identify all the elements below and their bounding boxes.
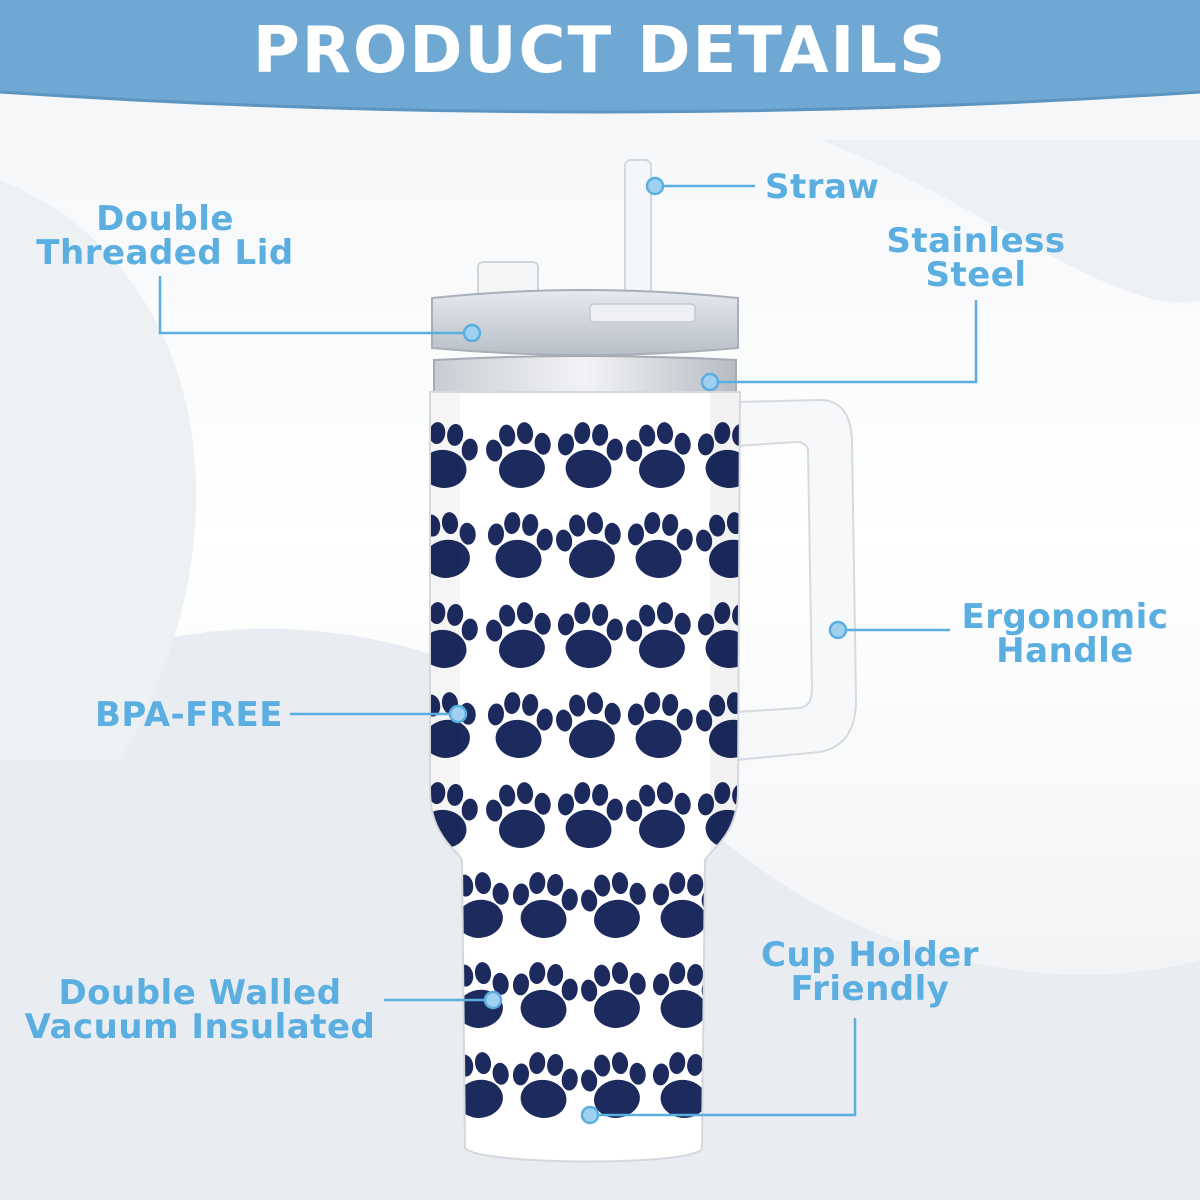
callout-holder-line2: Friendly [790,969,950,1009]
callout-straw: Straw [765,170,879,204]
callout-lid-line2: Threaded Lid [36,233,294,273]
background-swoosh-right [820,140,1200,303]
dot-handle [828,620,848,640]
callout-bpa: BPA-FREE [95,698,283,732]
background-swoosh-left [0,180,197,760]
header-banner-area: PRODUCT DETAILS [0,0,1200,112]
callout-lid-line1: Double [96,199,234,239]
stainless-steel-ring [433,355,737,398]
header-banner-edge [0,90,1200,114]
leader-line-steel [710,300,978,384]
callout-steel: Stainless Steel [870,224,1082,292]
callout-handle-line1: Ergonomic [961,597,1169,637]
callout-vacuum-line1: Double Walled [58,973,342,1013]
callout-lid: Double Threaded Lid [30,202,300,270]
callout-steel-line2: Steel [925,255,1027,295]
callout-vacuum-line2: Vacuum Insulated [24,1007,376,1047]
callout-handle: Ergonomic Handle [950,600,1180,668]
tumbler-body [430,392,740,1162]
callout-holder: Cup Holder Friendly [750,938,990,1006]
dot-steel [700,372,720,392]
leader-lines [158,184,978,1117]
callout-handle-line2: Handle [996,631,1134,671]
leader-dots [448,176,848,1125]
dot-vacuum [483,990,503,1010]
dot-lid [462,323,482,343]
callout-steel-line1: Stainless [886,221,1066,261]
dot-straw [645,176,665,196]
page-title: PRODUCT DETAILS [252,14,948,88]
lid-straw-opening [589,303,696,323]
tumbler-outline [429,391,742,1163]
callout-holder-line1: Cup Holder [761,935,979,975]
leader-line-holder [590,1018,857,1117]
callout-bpa-line1: BPA-FREE [95,695,283,735]
header-banner [0,0,1200,112]
dot-bpa [448,704,468,724]
callout-vacuum: Double Walled Vacuum Insulated [15,976,385,1044]
tumbler-handle [735,398,858,762]
dot-holder [580,1105,600,1125]
leader-line-lid [158,276,472,335]
callout-straw-line1: Straw [765,167,880,207]
